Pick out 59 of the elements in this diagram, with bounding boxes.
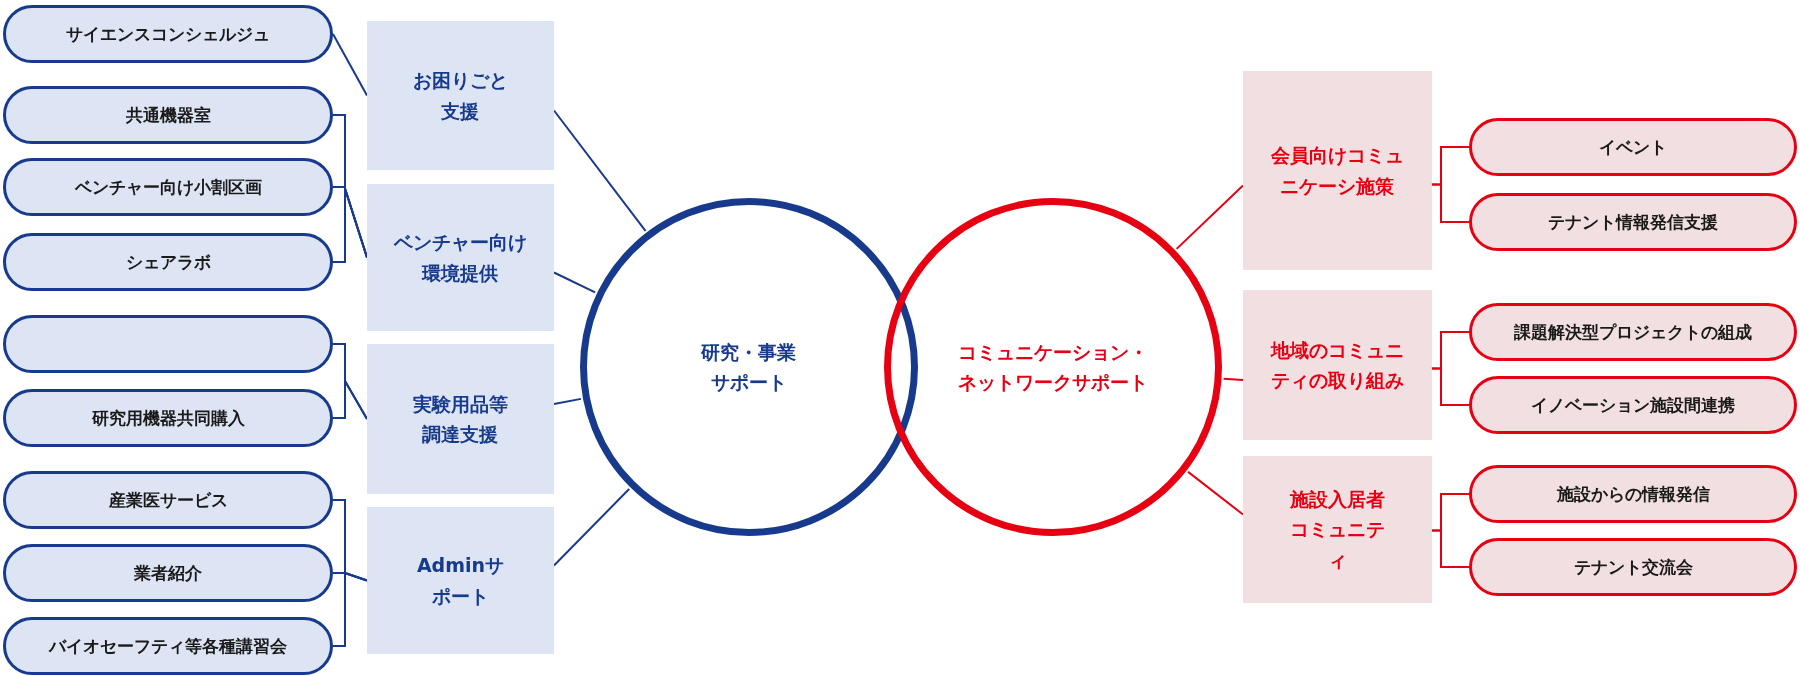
connector-line xyxy=(1431,183,1470,223)
node-label: 実験用品等調達支援 xyxy=(412,391,509,447)
category-box xyxy=(1243,456,1432,603)
node-label: サイエンスコンシェルジュ xyxy=(66,22,270,46)
service-pill xyxy=(3,5,333,63)
connector-line xyxy=(1431,529,1470,568)
connector-line xyxy=(553,397,582,405)
node-label: 業者紹介 xyxy=(134,561,202,585)
category-box xyxy=(1243,71,1432,270)
service-pill xyxy=(3,233,333,291)
connector-line xyxy=(332,33,368,97)
node-label: イノベーション施設間連携 xyxy=(1531,393,1735,417)
node-label: シェアラボ xyxy=(125,250,211,274)
service-pill xyxy=(1469,118,1797,176)
service-pill xyxy=(1469,193,1797,251)
connector-line xyxy=(553,109,647,232)
service-pill xyxy=(3,158,333,216)
connector-line xyxy=(1187,470,1244,516)
category-box xyxy=(1243,290,1432,440)
service-pill xyxy=(3,315,333,373)
service-pill xyxy=(3,544,333,602)
service-pill xyxy=(3,86,333,144)
node-label: Adminサポート xyxy=(416,553,505,609)
connector-line xyxy=(332,571,368,647)
node-label: 会員向けコミュニケーシ施策 xyxy=(1270,143,1405,199)
connector-line xyxy=(1175,184,1244,250)
node-label: 研究・事業サポート xyxy=(700,339,798,395)
service-pill xyxy=(1469,376,1797,434)
support-circle xyxy=(884,198,1222,536)
node-label: 共通機器室 xyxy=(125,103,211,127)
node-label: お困りごと支援 xyxy=(412,68,509,124)
node-label: 研究用機器共同購入 xyxy=(91,406,245,430)
node-label: 産業医サービス xyxy=(108,488,228,512)
node-label: ベンチャー向け環境提供 xyxy=(392,230,528,286)
node-label: ベンチャー向け小割区画 xyxy=(74,175,262,199)
node-label: バイオセーフティ等各種講習会 xyxy=(49,634,287,658)
node-label: イベント xyxy=(1599,135,1667,159)
connector-line xyxy=(1222,377,1244,381)
connector-line xyxy=(553,271,597,294)
node-label: 地域のコミュニティの取り組み xyxy=(1269,337,1405,393)
node-label: 施設からの情報発信 xyxy=(1556,482,1710,506)
category-box xyxy=(367,344,554,494)
node-label: 施設入居者コミュニティ xyxy=(1289,486,1386,573)
category-box xyxy=(367,21,554,170)
connector-line xyxy=(553,488,631,567)
connector-line xyxy=(1431,367,1470,406)
category-box xyxy=(367,507,554,654)
node-label: コミュニケーション・ネットワークサポート xyxy=(957,339,1149,395)
support-circle xyxy=(580,198,918,536)
node-label: テナント情報発信支援 xyxy=(1548,210,1718,234)
node-label: テナント交流会 xyxy=(1573,555,1693,579)
service-pill xyxy=(1469,465,1797,523)
category-box xyxy=(367,184,554,331)
service-pill xyxy=(1469,303,1797,361)
service-pill xyxy=(3,471,333,529)
service-pill xyxy=(3,389,333,447)
service-pill xyxy=(1469,538,1797,596)
service-pill xyxy=(3,617,333,675)
node-label: 課題解決型プロジェクトの組成 xyxy=(1514,320,1752,344)
